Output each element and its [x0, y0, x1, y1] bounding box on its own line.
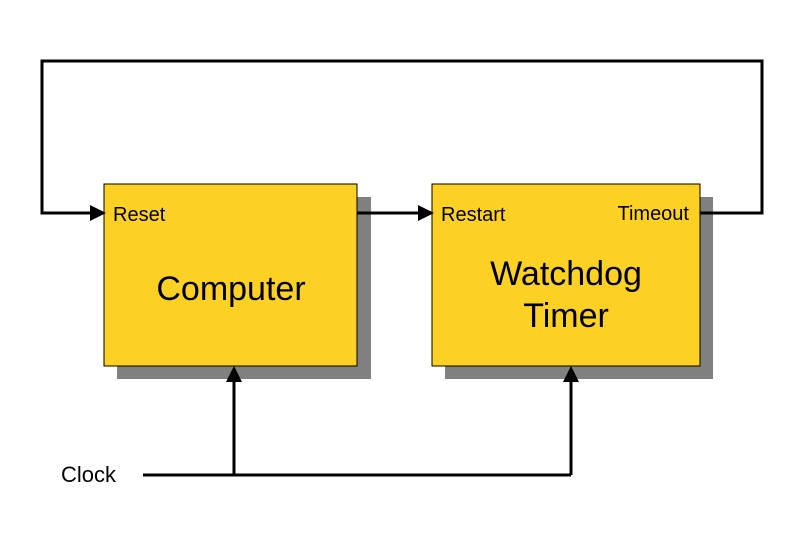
clock-label: Clock [61, 462, 117, 487]
timeout-port-label: Timeout [617, 203, 689, 225]
computer-block [103, 183, 358, 367]
restart-arrowhead [418, 205, 434, 221]
restart-port-label: Restart [441, 204, 506, 226]
timeout-to-reset-wire [40, 59, 764, 215]
reset-port-label: Reset [113, 204, 166, 226]
watchdog-title-line1: Watchdog [490, 255, 642, 293]
computer-title: Computer [156, 270, 305, 308]
watchdog-title-line2: Timer [523, 297, 609, 335]
watchdog-timer-block [431, 183, 701, 367]
watchdog-clock-arrowhead [563, 366, 579, 382]
computer-clock-arrowhead [226, 366, 242, 382]
reset-arrowhead [90, 205, 106, 221]
